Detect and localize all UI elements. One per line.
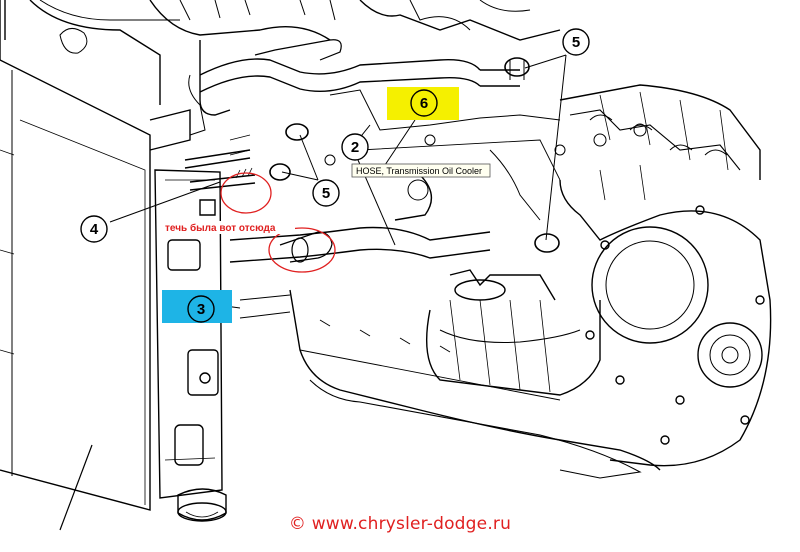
callout-circles: [80, 28, 590, 323]
hose-label-box: [351, 163, 491, 178]
engine-block: [149, 0, 772, 479]
hose-label: HOSE, Transmission Oil Cooler: [356, 166, 482, 176]
leak-circle-hose: [268, 227, 336, 273]
callout-4-number: 4: [90, 221, 99, 238]
callout-circle-4: [80, 215, 108, 243]
copyright-watermark: © www.chrysler-dodge.ru: [288, 514, 512, 534]
radiator-assembly: [0, 0, 256, 531]
callout-2-number: 2: [351, 139, 359, 156]
transmission-cooler-hoses: [199, 39, 560, 263]
leak-markers: [220, 172, 336, 273]
callout-circle-6: [410, 89, 438, 117]
leak-note-backdrop: [163, 221, 295, 234]
callout-3-number: 3: [197, 301, 205, 318]
callout-circle-2: [341, 133, 369, 161]
callout-circle-5-top: [562, 28, 590, 56]
callout-circle-5-mid: [312, 179, 340, 207]
leak-circle-fitting: [220, 172, 272, 214]
leak-note: течь была вот отсюда: [165, 222, 276, 234]
callout-5-top-number: 5: [572, 34, 580, 51]
callout-5-mid-number: 5: [322, 185, 330, 202]
callout-6-number: 6: [420, 95, 428, 112]
callout-circle-3: [187, 295, 215, 323]
